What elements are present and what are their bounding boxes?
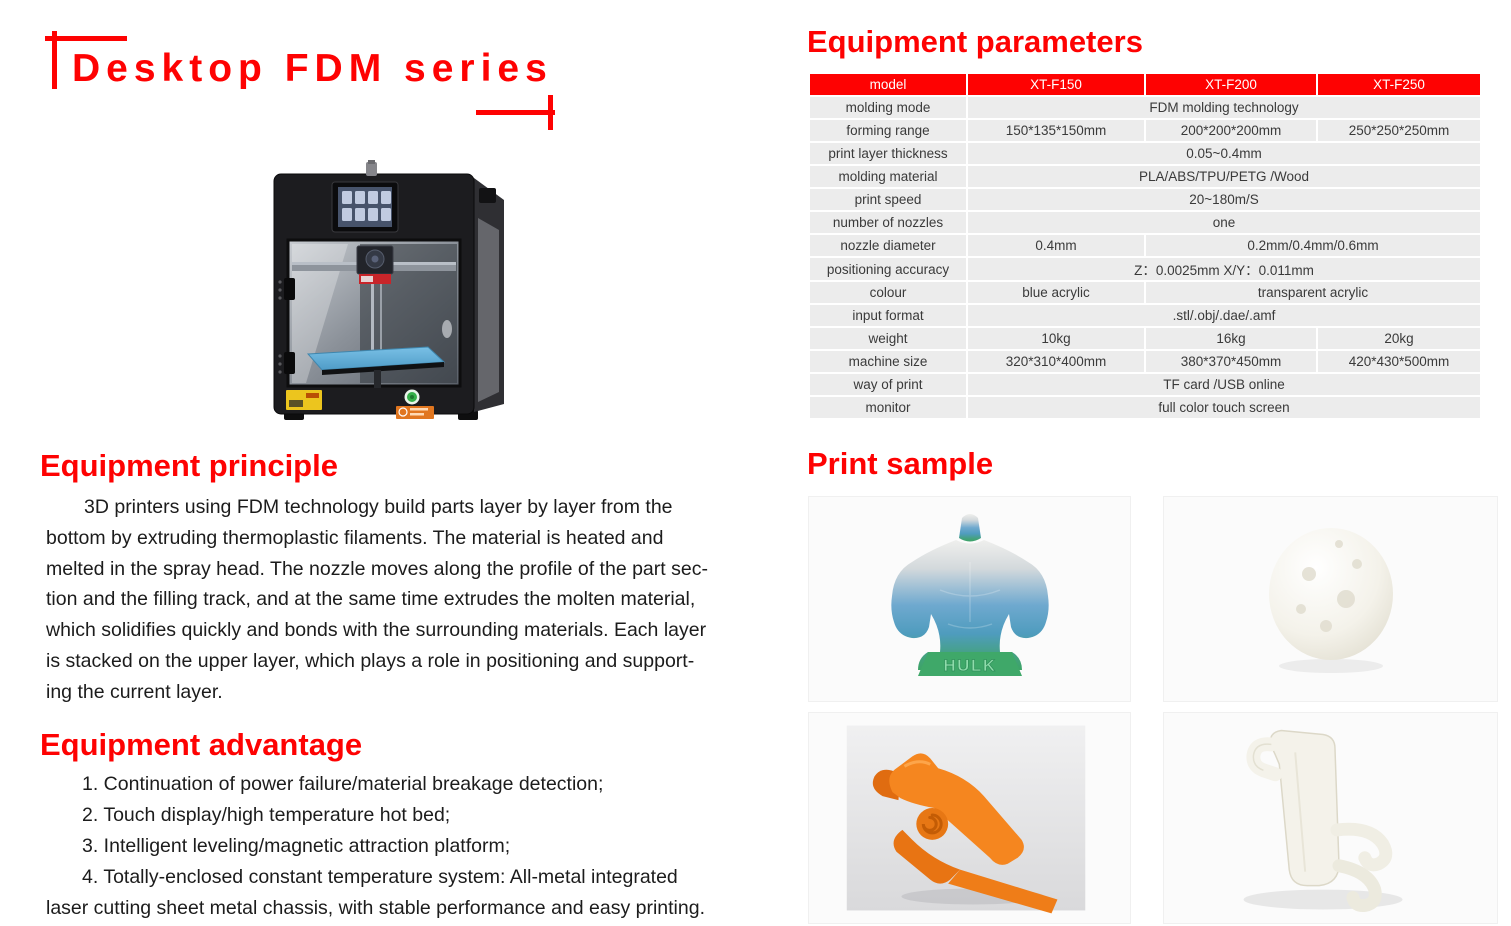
param-value: Z：0.0025mm X/Y：0.011mm bbox=[968, 258, 1480, 280]
corner-mark-top-left-horizontal bbox=[45, 36, 127, 41]
corner-mark-top-left-vertical bbox=[52, 31, 57, 89]
print-sample-hulk-photo: HULK bbox=[808, 496, 1131, 702]
table-row: number of nozzles one bbox=[810, 212, 1480, 233]
orange-clip-illustration bbox=[846, 725, 1086, 914]
table-row: molding material PLA/ABS/TPU/PETG /Wood bbox=[810, 166, 1480, 187]
table-row: way of print TF card /USB online bbox=[810, 374, 1480, 395]
param-label: molding mode bbox=[810, 97, 966, 118]
param-value: 320*310*400mm bbox=[968, 351, 1144, 372]
param-value: 16kg bbox=[1146, 328, 1316, 349]
hulk-bust-illustration: HULK bbox=[890, 514, 1049, 676]
table-row: machine size 320*310*400mm 380*370*450mm… bbox=[810, 351, 1480, 372]
equipment-advantage-list: 1. Continuation of power failure/materia… bbox=[46, 769, 736, 924]
print-sample-heading: Print sample bbox=[807, 446, 994, 481]
advantage-item-continuation: laser cutting sheet metal chassis, with … bbox=[46, 897, 706, 919]
param-value: 20~180m/S bbox=[968, 189, 1480, 210]
advantage-item: 1. Continuation of power failure/materia… bbox=[82, 773, 604, 795]
paragraph-line: bottom by extruding thermoplastic filame… bbox=[46, 526, 664, 549]
param-label: positioning accuracy bbox=[810, 258, 966, 280]
hulk-base-text: HULK bbox=[943, 656, 996, 675]
table-row: weight 10kg 16kg 20kg bbox=[810, 328, 1480, 349]
moon-sphere-illustration bbox=[1268, 528, 1393, 673]
paragraph-line: tion and the filling track, and at the s… bbox=[46, 588, 696, 611]
param-value: PLA/ABS/TPU/PETG /Wood bbox=[968, 166, 1480, 187]
param-value: .stl/.obj/.dae/.amf bbox=[968, 305, 1480, 326]
param-label: nozzle diameter bbox=[810, 235, 966, 256]
equipment-principle-paragraph: 3D printers using FDM technology build p… bbox=[46, 492, 736, 708]
print-sample-clip-photo bbox=[808, 712, 1131, 924]
param-label: colour bbox=[810, 282, 966, 303]
table-row: print speed 20~180m/S bbox=[810, 189, 1480, 210]
white-hook-illustration bbox=[1243, 729, 1403, 913]
paragraph-line: is stacked on the upper layer, which pla… bbox=[46, 649, 695, 672]
column-header-model: model bbox=[810, 74, 966, 95]
param-value: one bbox=[968, 212, 1480, 233]
column-header-xt-f150: XT-F150 bbox=[968, 74, 1144, 95]
printer-product-photo bbox=[262, 160, 514, 426]
corner-mark-bottom-right-vertical bbox=[548, 95, 553, 130]
table-row: monitor full color touch screen bbox=[810, 397, 1480, 418]
param-value: TF card /USB online bbox=[968, 374, 1480, 395]
equipment-parameters-table: model XT-F150 XT-F200 XT-F250 molding mo… bbox=[808, 72, 1482, 420]
param-label: way of print bbox=[810, 374, 966, 395]
table-row: colour blue acrylic transparent acrylic bbox=[810, 282, 1480, 303]
table-row: nozzle diameter 0.4mm 0.2mm/0.4mm/0.6mm bbox=[810, 235, 1480, 256]
printer-illustration bbox=[273, 160, 504, 420]
param-value: 150*135*150mm bbox=[968, 120, 1144, 141]
param-value: FDM molding technology bbox=[968, 97, 1480, 118]
table-row: molding mode FDM molding technology bbox=[810, 97, 1480, 118]
param-value: 0.4mm bbox=[968, 235, 1144, 256]
param-label: monitor bbox=[810, 397, 966, 418]
param-label: input format bbox=[810, 305, 966, 326]
param-value: 10kg bbox=[968, 328, 1144, 349]
equipment-advantage-heading: Equipment advantage bbox=[40, 727, 363, 762]
table-row: input format .stl/.obj/.dae/.amf bbox=[810, 305, 1480, 326]
param-value: blue acrylic bbox=[968, 282, 1144, 303]
param-value: 200*200*200mm bbox=[1146, 120, 1316, 141]
advantage-item: 2. Touch display/high temperature hot be… bbox=[82, 804, 451, 826]
param-label: molding material bbox=[810, 166, 966, 187]
corner-mark-bottom-right-horizontal bbox=[476, 110, 555, 115]
paragraph-line: melted in the spray head. The nozzle mov… bbox=[46, 557, 708, 580]
column-header-xt-f200: XT-F200 bbox=[1146, 74, 1316, 95]
paragraph-line: which solidifies quickly and bonds with … bbox=[46, 619, 707, 642]
param-value: 0.05~0.4mm bbox=[968, 143, 1480, 164]
param-value: full color touch screen bbox=[968, 397, 1480, 418]
param-value: 250*250*250mm bbox=[1318, 120, 1480, 141]
param-value: 420*430*500mm bbox=[1318, 351, 1480, 372]
param-value: 20kg bbox=[1318, 328, 1480, 349]
param-value: 0.2mm/0.4mm/0.6mm bbox=[1146, 235, 1480, 256]
param-label: forming range bbox=[810, 120, 966, 141]
paragraph-line: ing the current layer. bbox=[46, 680, 223, 703]
table-row: positioning accuracy Z：0.0025mm X/Y：0.01… bbox=[810, 258, 1480, 280]
param-label: machine size bbox=[810, 351, 966, 372]
param-value: 380*370*450mm bbox=[1146, 351, 1316, 372]
table-row: forming range 150*135*150mm 200*200*200m… bbox=[810, 120, 1480, 141]
table-row: print layer thickness 0.05~0.4mm bbox=[810, 143, 1480, 164]
print-sample-hook-photo bbox=[1163, 712, 1498, 924]
equipment-principle-heading: Equipment principle bbox=[40, 448, 338, 483]
advantage-item: 4. Totally-enclosed constant temperature… bbox=[82, 866, 678, 888]
page-title: Desktop FDM series bbox=[72, 47, 553, 90]
param-label: number of nozzles bbox=[810, 212, 966, 233]
param-label: weight bbox=[810, 328, 966, 349]
param-label: print layer thickness bbox=[810, 143, 966, 164]
advantage-item: 3. Intelligent leveling/magnetic attract… bbox=[82, 835, 511, 857]
paragraph-line: 3D printers using FDM technology build p… bbox=[84, 496, 673, 518]
print-sample-moon-photo bbox=[1163, 496, 1498, 702]
equipment-parameters-heading: Equipment parameters bbox=[807, 24, 1143, 59]
param-value: transparent acrylic bbox=[1146, 282, 1480, 303]
param-label: print speed bbox=[810, 189, 966, 210]
table-header-row: model XT-F150 XT-F200 XT-F250 bbox=[810, 74, 1480, 95]
column-header-xt-f250: XT-F250 bbox=[1318, 74, 1480, 95]
